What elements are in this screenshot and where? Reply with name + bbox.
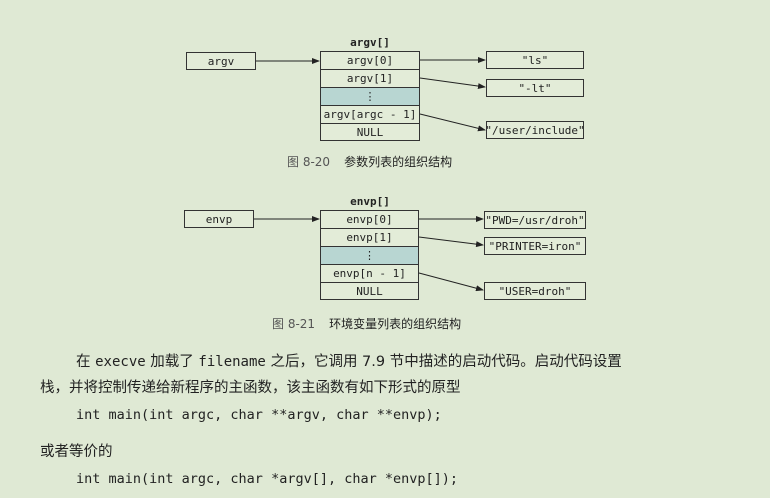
envp-cell-ellipsis: ⋮ [321, 247, 418, 265]
caption-text: 参数列表的组织结构 [344, 155, 453, 169]
argv1-arrow [419, 77, 486, 90]
figure-8-21-caption: 图 8-21 环境变量列表的组织结构 [272, 315, 461, 332]
code-filename: filename [198, 354, 266, 370]
caption-number: 图 8-21 [272, 317, 316, 331]
envp-target-printer: "PRINTER=iron" [484, 237, 586, 255]
caption-number: 图 8-20 [287, 155, 331, 169]
envp-cell-0: envp[0] [321, 211, 418, 229]
envp-array: envp[0] envp[1] ⋮ envp[n - 1] NULL [320, 210, 419, 300]
paragraph-line-1: 在 execve 加载了 filename 之后，它调用 7.9 节中描述的启动… [76, 350, 622, 371]
argv-target-ls: "ls" [486, 51, 584, 69]
envp-target-pwd: "PWD=/usr/droh" [484, 211, 586, 229]
argv-target-include: "/user/include" [485, 121, 585, 139]
figure-8-20-caption: 图 8-20 参数列表的组织结构 [287, 153, 452, 170]
envp-target-user: "USER=droh" [484, 282, 586, 300]
envp-array-header: envp[] [350, 195, 390, 208]
argv-cell-last: argv[argc - 1] [321, 106, 419, 124]
paragraph-line-2: 栈，并将控制传递给新程序的主函数，该主函数有如下形式的原型 [40, 380, 461, 396]
or-equivalent-text: 或者等价的 [40, 444, 113, 460]
envp-cell-last: envp[n - 1] [321, 265, 418, 283]
argv-array: argv[0] argv[1] ⋮ argv[argc - 1] NULL [320, 51, 420, 141]
envp-cell-1: envp[1] [321, 229, 418, 247]
code-execve: execve [95, 354, 146, 370]
argv-cell-null: NULL [356, 126, 384, 139]
text-run: 在 [76, 354, 96, 370]
argv-target-lt: "-lt" [486, 79, 584, 97]
envplast-arrow [418, 272, 484, 292]
text-run: 加载了 [145, 354, 199, 370]
argv-cell-1: argv[1] [321, 70, 419, 88]
envp-pointer-box: envp [184, 210, 254, 228]
argv-array-header: argv[] [350, 36, 390, 49]
argv-cell-0: argv[0] [321, 52, 419, 70]
envp1-arrow [418, 236, 484, 248]
envp-cell-null: NULL [356, 285, 383, 298]
argvlast-arrow [419, 113, 486, 132]
caption-text: 环境变量列表的组织结构 [329, 317, 462, 331]
text-run: 之后，它调用 7.9 节中描述的启动代码。启动代码设置 [265, 354, 622, 370]
argv-pointer-box: argv [186, 52, 256, 70]
argv-cell-ellipsis: ⋮ [321, 88, 419, 106]
code-prototype-2: int main(int argc, char *argv[], char *e… [76, 471, 459, 487]
code-prototype-1: int main(int argc, char **argv, char **e… [76, 407, 442, 423]
